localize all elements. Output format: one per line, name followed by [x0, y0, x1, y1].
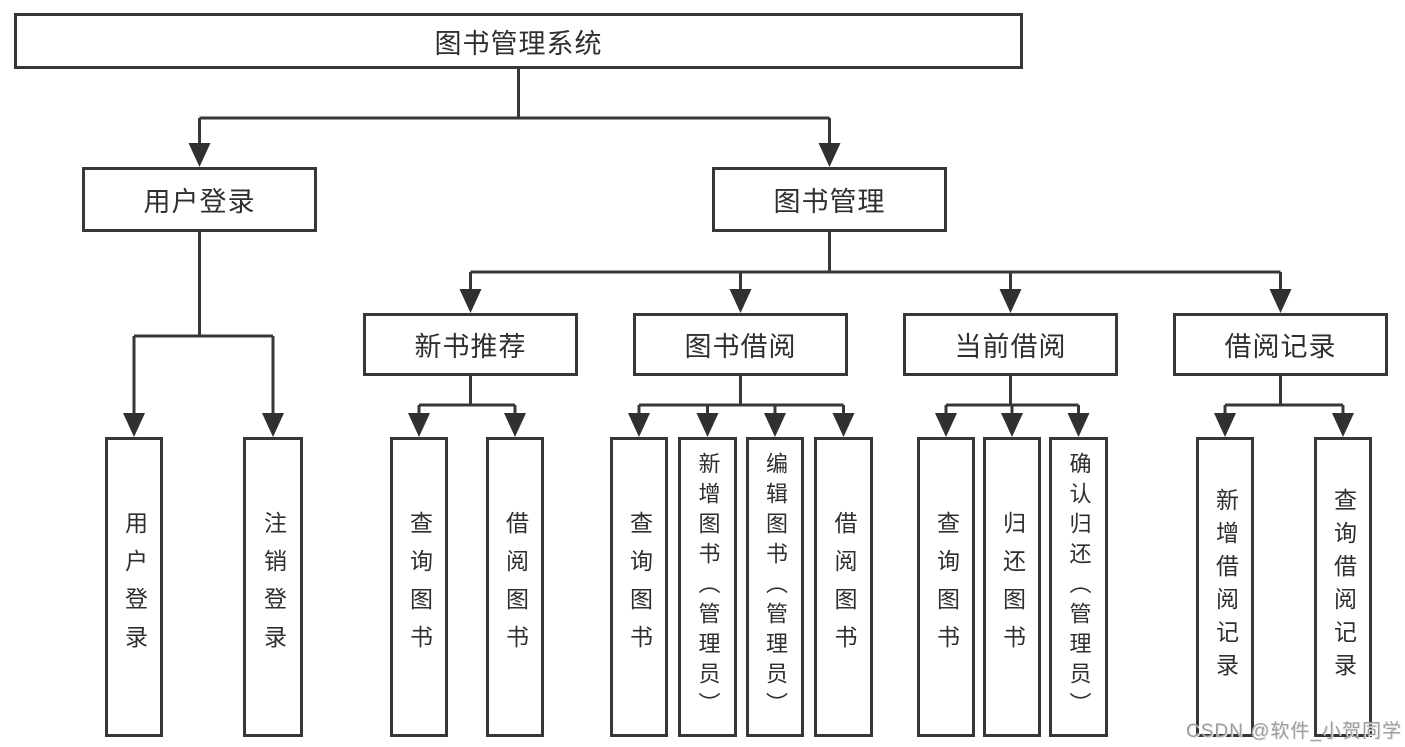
leaf-label: 借阅图书 [502, 511, 529, 663]
node-book-borrowing: 图书借阅 [633, 313, 848, 376]
leaf-label: 用户登录 [121, 511, 148, 663]
leaf-add-books-admin: 新增图书（管理员） [678, 437, 737, 737]
node-label: 图书管理系统 [434, 28, 603, 59]
leaf-label: 归还图书 [999, 511, 1026, 663]
leaf-label: 新增图书（管理员） [695, 452, 721, 722]
leaf-query-books-recommend: 查询图书 [390, 437, 448, 737]
node-new-book-recommendation: 新书推荐 [363, 313, 578, 376]
leaf-label: 编辑图书（管理员） [763, 452, 788, 722]
node-label: 图书借阅 [684, 332, 797, 362]
node-borrowing-records: 借阅记录 [1173, 313, 1388, 376]
csdn-watermark: CSDN @软件_小贺同学 [1186, 721, 1402, 742]
leaf-label: 查询图书 [933, 511, 960, 663]
leaf-user-login: 用户登录 [105, 437, 163, 737]
node-library-management-system: 图书管理系统 [14, 13, 1023, 69]
leaf-query-books-borrow: 查询图书 [610, 437, 668, 737]
leaf-add-borrow-record: 新增借阅记录 [1196, 437, 1254, 737]
leaf-label: 借阅图书 [831, 511, 857, 663]
leaf-label: 查询图书 [626, 511, 653, 663]
leaf-label: 查询借阅记录 [1330, 488, 1357, 686]
leaf-query-books-current: 查询图书 [917, 437, 975, 737]
node-label: 用户登录 [143, 187, 256, 217]
leaf-borrow-books: 借阅图书 [814, 437, 873, 737]
leaf-query-borrow-record: 查询借阅记录 [1314, 437, 1372, 737]
leaf-return-books: 归还图书 [983, 437, 1041, 737]
leaf-edit-books-admin: 编辑图书（管理员） [746, 437, 804, 737]
leaf-logout: 注销登录 [243, 437, 303, 737]
leaf-borrow-books-recommend: 借阅图书 [486, 437, 544, 737]
node-label: 新书推荐 [414, 332, 527, 362]
node-label: 借阅记录 [1224, 332, 1337, 362]
leaf-label: 确认归还（管理员） [1066, 452, 1092, 722]
node-label: 图书管理 [773, 187, 886, 217]
leaf-label: 新增借阅记录 [1212, 488, 1239, 686]
node-user-login: 用户登录 [82, 167, 317, 232]
node-label: 当前借阅 [954, 332, 1067, 362]
leaf-confirm-return-admin: 确认归还（管理员） [1049, 437, 1108, 737]
leaf-label: 查询图书 [406, 511, 433, 663]
leaf-label: 注销登录 [260, 511, 287, 663]
node-current-borrowing: 当前借阅 [903, 313, 1118, 376]
node-book-management: 图书管理 [712, 167, 947, 232]
